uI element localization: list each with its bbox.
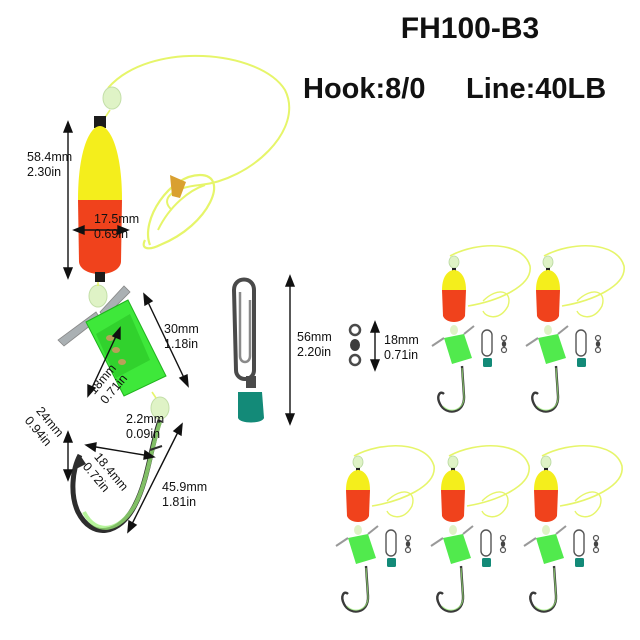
glow-bead-top	[102, 86, 122, 110]
line-spec: Line:40LB	[466, 73, 607, 105]
model-title: FH100-B3	[400, 12, 540, 45]
glow-bead-mid	[88, 284, 108, 308]
float-red	[78, 200, 122, 274]
float-cap	[94, 116, 106, 128]
swivel	[348, 323, 362, 367]
thumbnail-3	[334, 444, 436, 613]
thumbnail-4	[429, 444, 531, 613]
hook-spec: Hook:8/0	[303, 73, 426, 105]
glow-bead-low	[150, 396, 170, 420]
snap	[231, 277, 264, 423]
crimp-tag	[170, 175, 186, 198]
float-yellow	[78, 126, 122, 200]
thumbnail-1	[430, 244, 532, 413]
thumbnail-5	[522, 444, 624, 613]
line-coil	[142, 173, 216, 250]
thumbnail-2	[524, 244, 626, 413]
snap-tab	[238, 392, 264, 423]
